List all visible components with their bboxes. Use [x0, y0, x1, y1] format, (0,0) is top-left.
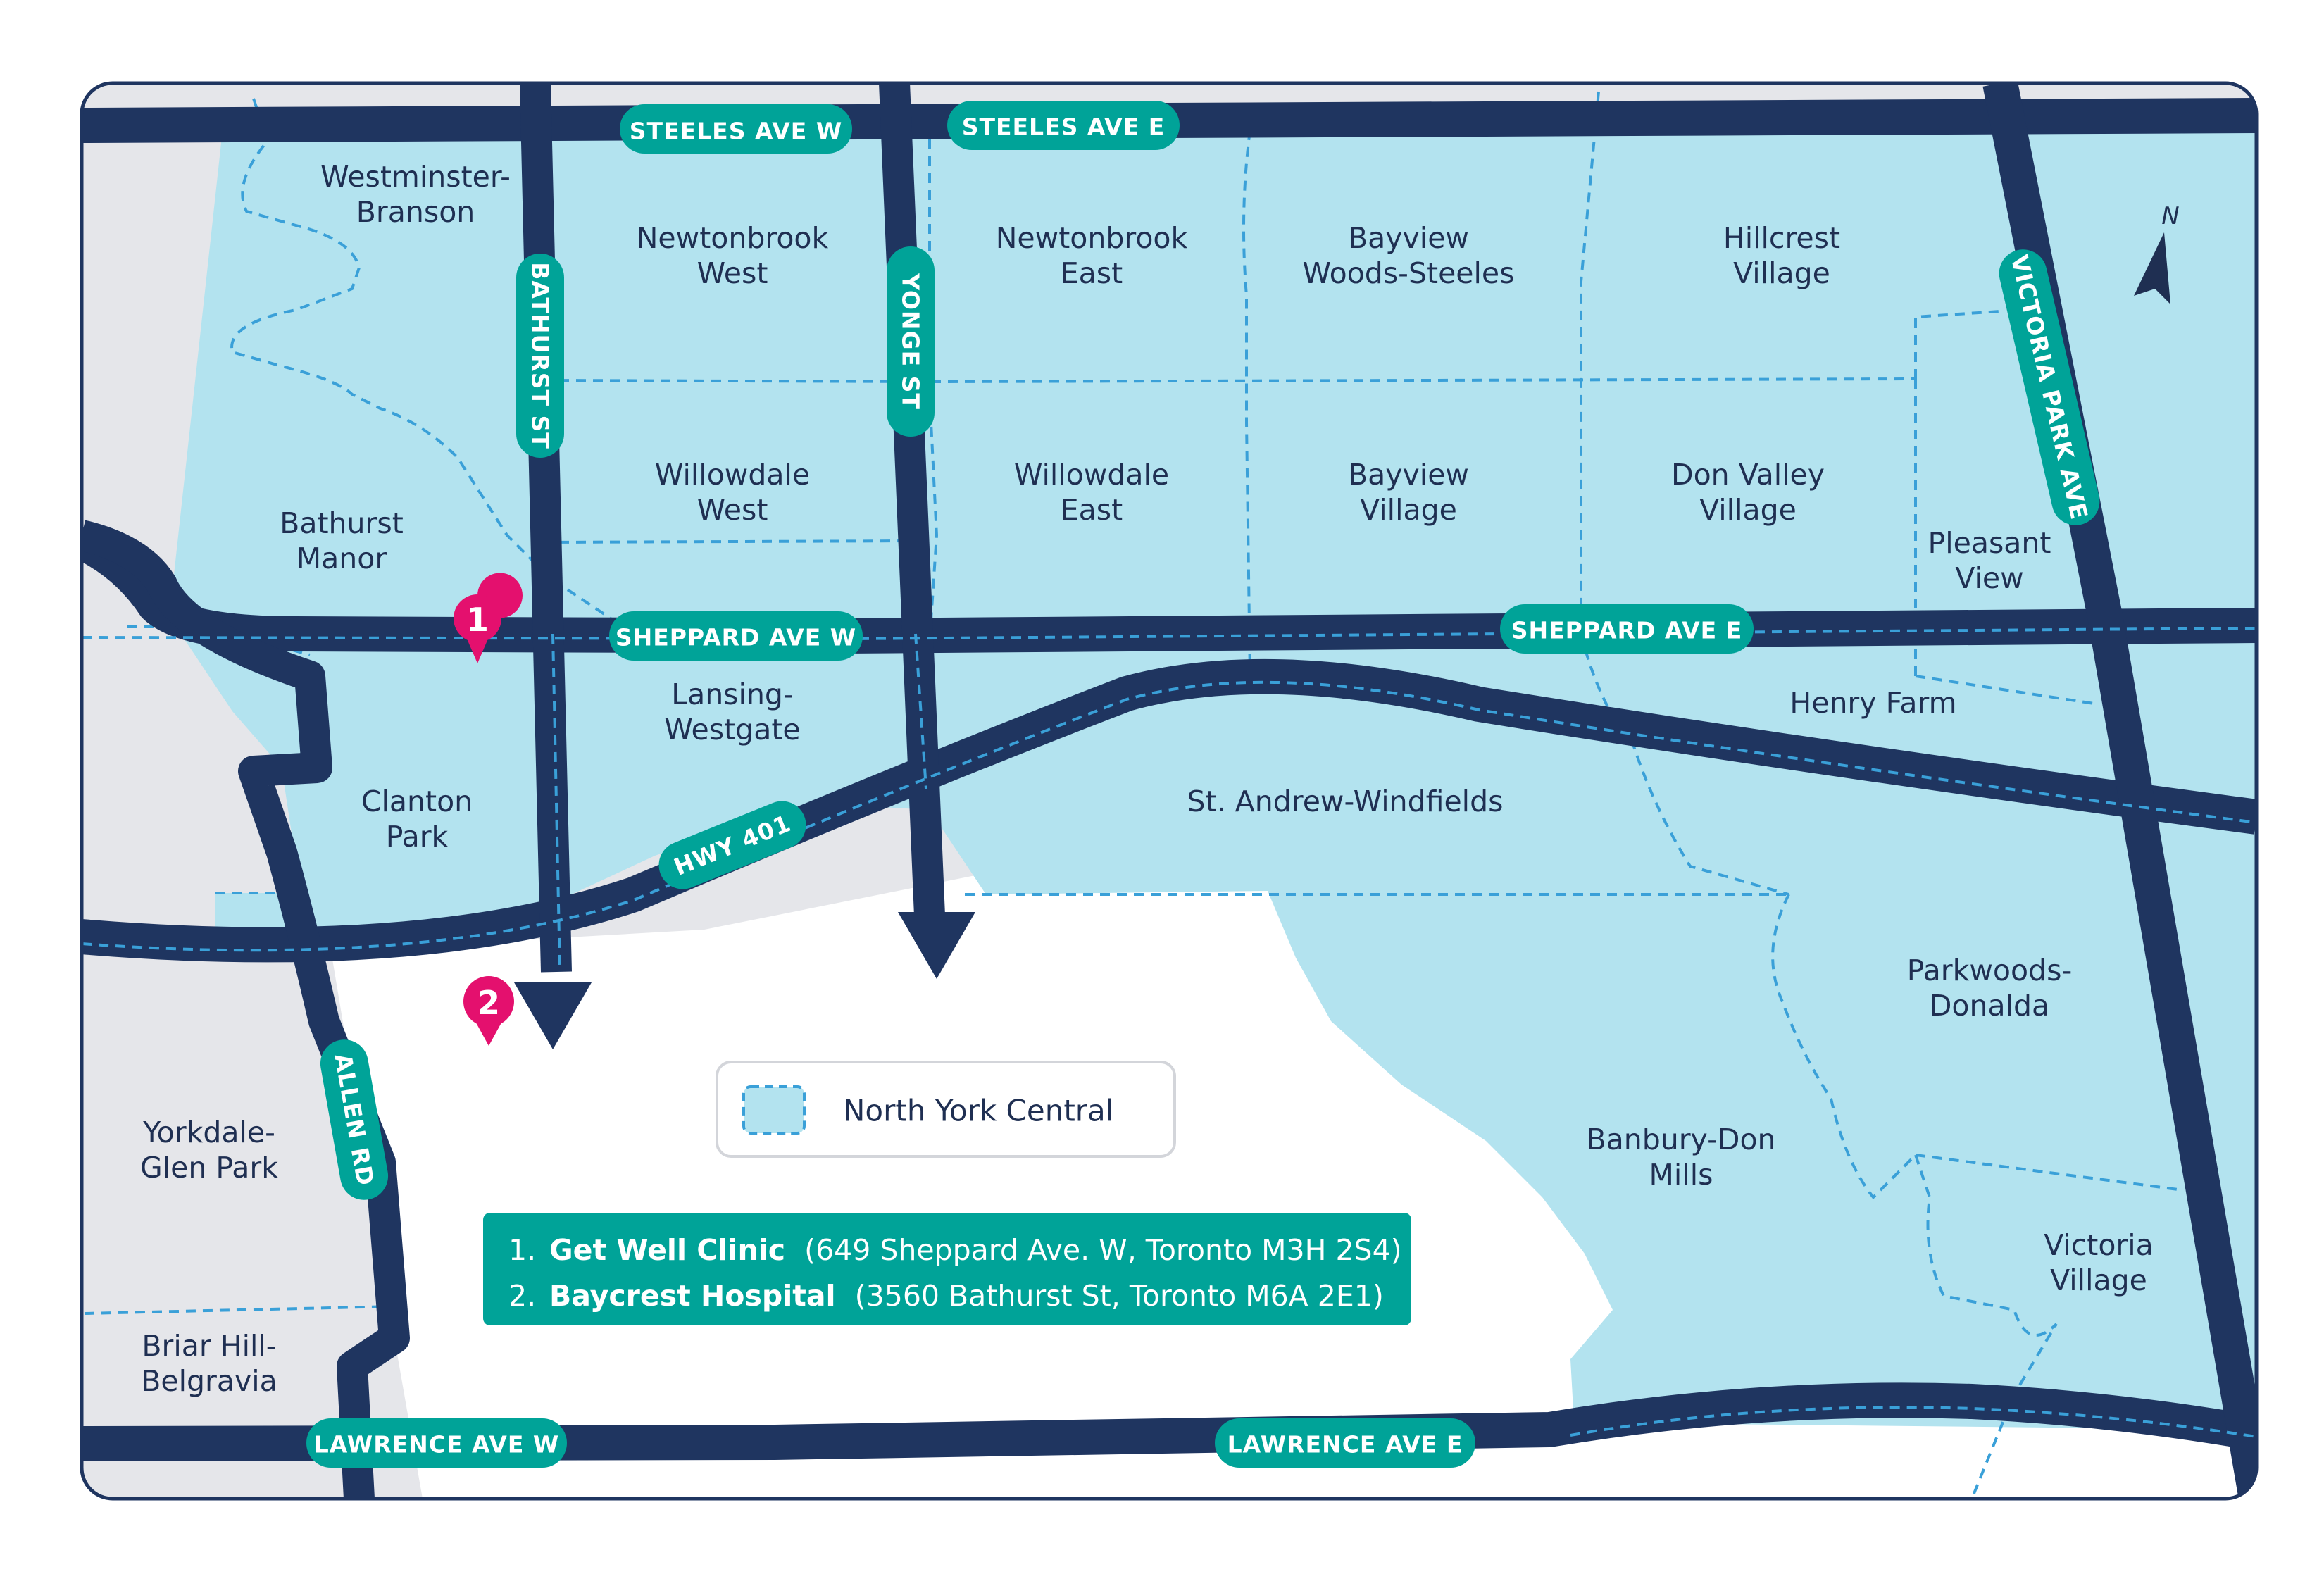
yonge-arrow [898, 912, 975, 979]
svg-text:SHEPPARD AVE W: SHEPPARD AVE W [616, 624, 856, 651]
road-label-sheppard-e: SHEPPARD AVE E [1500, 604, 1754, 654]
hood-lansing: Lansing-Westgate [664, 677, 800, 747]
road-label-steeles-w: STEELES AVE W [620, 104, 852, 154]
north-york-central-area [169, 130, 2256, 1430]
road-label-sheppard-w: SHEPPARD AVE W [609, 611, 863, 661]
hood-henry-farm: Henry Farm [1789, 686, 1956, 720]
legend: North York Central [716, 1061, 1176, 1158]
svg-text:LAWRENCE AVE E: LAWRENCE AVE E [1227, 1431, 1463, 1459]
svg-text:1: 1 [466, 601, 489, 639]
road-label-lawrence-e: LAWRENCE AVE E [1215, 1418, 1475, 1468]
road-label-yonge: YONGE ST [887, 246, 935, 437]
map-pin-2[interactable]: 2 [463, 976, 514, 1046]
svg-text:LAWRENCE AVE W: LAWRENCE AVE W [314, 1431, 560, 1459]
location-2: 2. Baycrest Hospital (3560 Bathurst St, … [508, 1279, 1384, 1313]
road-label-bathurst: BATHURST ST [516, 254, 564, 458]
svg-text:SHEPPARD AVE E: SHEPPARD AVE E [1511, 617, 1743, 644]
neighbourhood-boundaries [84, 91, 2184, 1499]
hood-st-andrew: St. Andrew-Windfields [1187, 785, 1504, 818]
bathurst-arrow [514, 982, 592, 1049]
map-frame [80, 81, 2259, 1501]
svg-text:N: N [2161, 202, 2179, 230]
road-label-steeles-e: STEELES AVE E [947, 101, 1180, 150]
locations-box: 1. Get Well Clinic (649 Sheppard Ave. W,… [483, 1213, 1411, 1325]
legend-swatch [742, 1085, 806, 1135]
map-pin-1[interactable]: 1 [454, 573, 523, 663]
location-1: 1. Get Well Clinic (649 Sheppard Ave. W,… [508, 1233, 1402, 1267]
hood-parkwoods: Parkwoods-Donalda [1907, 954, 2073, 1023]
svg-text:STEELES AVE W: STEELES AVE W [630, 118, 842, 145]
legend-label: North York Central [843, 1094, 1113, 1128]
compass-north-icon: N [2134, 202, 2180, 304]
svg-text:2: 2 [477, 984, 500, 1022]
hood-briar-hill: Briar Hill-Belgravia [141, 1329, 277, 1398]
svg-text:STEELES AVE E: STEELES AVE E [962, 113, 1166, 141]
svg-text:YONGE ST: YONGE ST [897, 273, 925, 410]
hood-yorkdale: Yorkdale-Glen Park [140, 1116, 278, 1185]
road-label-lawrence-w: LAWRENCE AVE W [306, 1418, 567, 1468]
hood-westminster: Westminster-Branson [320, 160, 511, 229]
svg-text:BATHURST ST: BATHURST ST [527, 262, 554, 449]
